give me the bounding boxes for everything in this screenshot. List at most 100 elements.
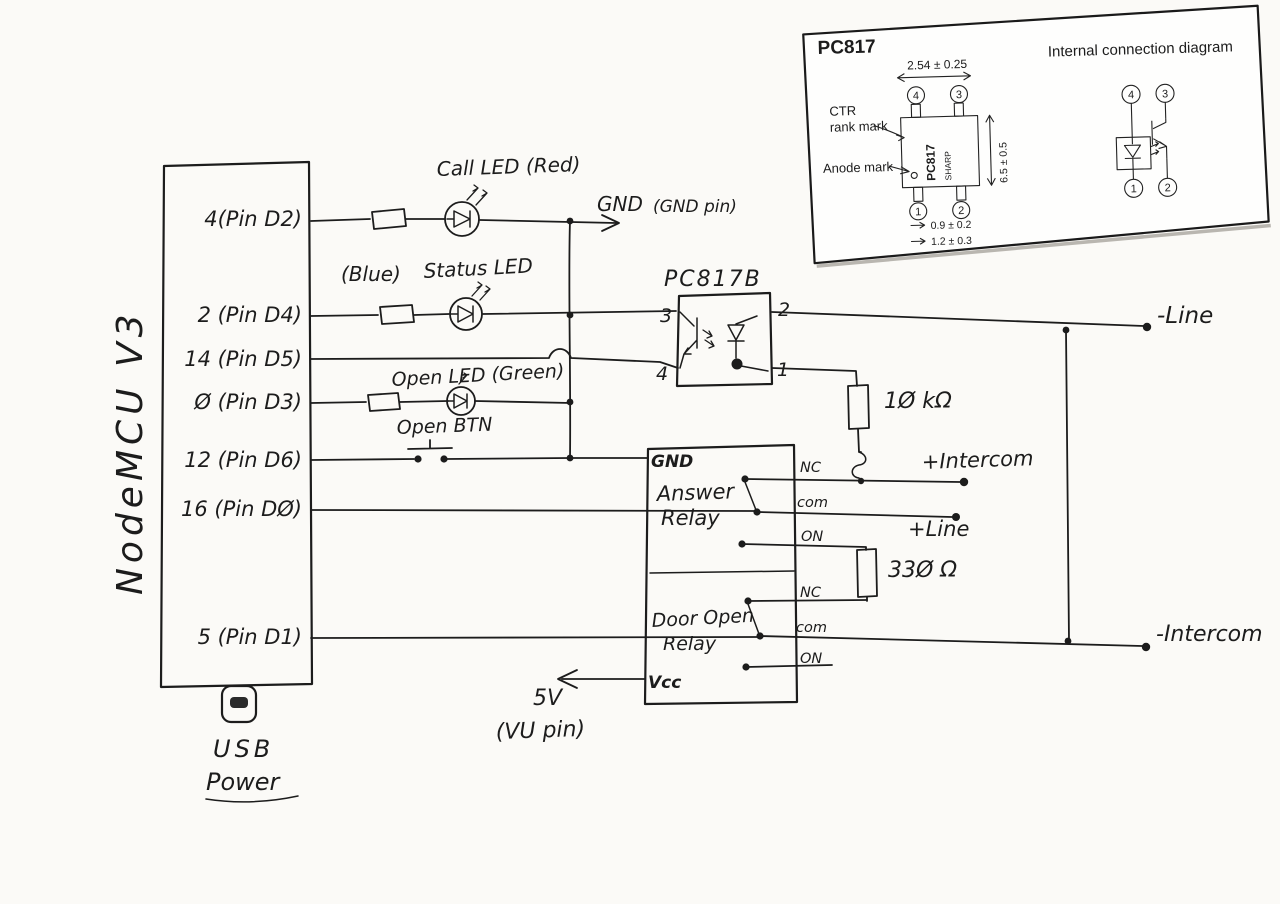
call-led-symbol xyxy=(444,201,480,237)
call-led-label: Call LED (Red) xyxy=(436,152,580,181)
door-on-contact-dot xyxy=(742,663,750,671)
call-led-diode xyxy=(446,210,471,228)
inset-dim-lead-w: 0.9 ± 0.2 xyxy=(930,219,971,232)
gnd-label: GND xyxy=(597,192,643,216)
usb-connector-pin xyxy=(230,697,248,708)
answer-com-label: com xyxy=(797,495,828,511)
gnd-pin-note: (GND pin) xyxy=(653,197,737,217)
open-led-diode xyxy=(447,393,468,409)
open-button-wires xyxy=(310,457,649,461)
call-led-resistor xyxy=(371,208,407,230)
plus-intercom-wire xyxy=(744,478,961,483)
inset-scan-shadow xyxy=(816,223,1271,268)
optocoupler-pc817b: PC817B 3 4 2 1 xyxy=(656,267,790,388)
open-led-emission-arrow-icon xyxy=(458,372,468,385)
pin-label-d2: 4(Pin D2) xyxy=(204,207,302,231)
inset-pkg-pin2-circle xyxy=(952,201,971,220)
junction-dot xyxy=(566,454,574,462)
usb-power-label-1: USB xyxy=(213,735,274,763)
junction-dot xyxy=(1062,326,1070,334)
open-led-wires xyxy=(310,400,572,404)
r330-branch: 33Ø Ω xyxy=(741,543,957,602)
inset-package-drawing: 2.54 ± 0.25 4 3 PC817 SHARP 6.5 ± 0.5 1 … xyxy=(823,57,1011,248)
r10k-label: 1Ø kΩ xyxy=(884,389,952,414)
pin-label-d5: 14 (Pin D5) xyxy=(184,347,302,371)
nodemcu-module: NodeMCU V3 4(Pin D2) 2 (Pin D4) 14 (Pin … xyxy=(110,160,314,803)
inset-ctr-arrow-icon xyxy=(873,124,905,142)
pin-label-d6: 12 (Pin D6) xyxy=(184,448,302,472)
relay-board-divider xyxy=(649,570,795,574)
optocoupler-outline xyxy=(675,291,774,388)
relay-gnd-label: GND xyxy=(651,452,693,472)
status-led-resistor xyxy=(379,304,415,325)
inset-icd-pin3: 3 xyxy=(1162,88,1168,100)
status-led-diode xyxy=(450,305,474,323)
optocoupler-pin1-lead xyxy=(740,365,769,372)
relay-board-outline xyxy=(643,443,799,706)
status-led-color-label: (Blue) xyxy=(341,262,401,286)
inset-pkg-body xyxy=(900,115,981,189)
inset-pkg-lead xyxy=(955,185,967,201)
d5-optocoupler-wire xyxy=(310,348,679,369)
pin-label-d4: 2 (Pin D4) xyxy=(198,303,302,327)
plus-intercom-terminal-dot xyxy=(959,477,969,487)
minus-intercom-terminal-dot xyxy=(1141,642,1151,652)
inset-icd-pin2-circle xyxy=(1158,177,1178,197)
answer-com-contact-dot xyxy=(753,508,761,516)
d1-wire xyxy=(310,636,759,639)
answer-on-label: ON xyxy=(801,529,823,545)
door-com-contact-dot xyxy=(756,632,764,640)
inset-pkg-pin1: 1 xyxy=(915,206,921,218)
supply-vu-pin-label: (VU pin) xyxy=(495,717,585,745)
answer-on-contact-dot xyxy=(738,540,746,548)
inset-icd-pin4: 4 xyxy=(1128,89,1134,101)
inset-dim-pitch: 2.54 ± 0.25 xyxy=(907,57,968,73)
gnd-arrowhead-icon xyxy=(601,214,620,232)
inset-subtitle: Internal connection diagram xyxy=(1048,38,1234,60)
inset-lead-dim-arrow-icon xyxy=(911,237,926,245)
open-led-branch: Open LED (Green) xyxy=(310,360,574,416)
inset-anode-label: Anode mark xyxy=(823,159,894,176)
inset-chip-brand: SHARP xyxy=(943,151,954,181)
status-led-emission-arrows-icon xyxy=(471,281,491,301)
inset-anode-arrow-icon xyxy=(888,165,910,175)
optocoupler-light-arrows-icon xyxy=(702,329,715,349)
right-vertical-rail xyxy=(1065,329,1070,642)
inset-internal-diagram: 4 3 1 2 xyxy=(1115,83,1178,198)
datasheet-inset: PC817 Internal connection diagram 2.54 ±… xyxy=(802,4,1271,268)
pin-label-d1: 5 (Pin D1) xyxy=(198,625,302,649)
supply-arrowhead-icon xyxy=(557,669,578,689)
door-on-label: ON xyxy=(800,651,822,667)
answer-nc-contact-dot xyxy=(741,475,749,483)
call-led-emission-arrows-icon xyxy=(466,184,488,206)
inset-icd-bottom-leads xyxy=(1132,158,1168,180)
answer-relay-arm xyxy=(744,481,757,511)
status-led-branch: (Blue) Status LED xyxy=(310,253,677,331)
door-relay-label-1: Door Open xyxy=(651,605,754,632)
inset-ctr-label-2: rank mark xyxy=(830,118,889,135)
inset-icd-led-diode-icon xyxy=(1123,137,1142,170)
supply-5v: 5V (VU pin) xyxy=(495,669,646,745)
inset-icd-top-leads xyxy=(1130,102,1167,138)
optocoupler-pin1-label: 1 xyxy=(777,359,789,381)
optocoupler-pin1-dot xyxy=(731,358,743,370)
open-button-branch: Open BTN xyxy=(310,414,649,463)
inset-pitch-dim-arrows-icon xyxy=(896,71,972,83)
call-led-wires xyxy=(310,218,617,224)
inset-icd-light-arrows-icon xyxy=(1150,141,1160,156)
inset-pkg-pin3: 3 xyxy=(956,89,962,101)
optocoupler-pin4-label: 4 xyxy=(656,363,668,385)
open-button-actuator xyxy=(407,439,453,450)
status-led-wires xyxy=(310,310,677,317)
inset-pkg-pin2: 2 xyxy=(958,205,964,217)
minus-intercom-label: -Intercom xyxy=(1156,622,1263,647)
button-contact-dot xyxy=(440,455,448,463)
line-nets: -Line xyxy=(771,303,1213,645)
optocoupler-label: PC817B xyxy=(664,267,762,292)
optocoupler-diode-icon xyxy=(727,315,758,359)
inset-dim-body: 6.5 ± 0.5 xyxy=(997,142,1010,183)
call-led-branch: Call LED (Red) GND (GND pin) xyxy=(310,152,737,237)
r330-resistor xyxy=(856,548,878,598)
relay-board: GND Vcc Answer Relay Door Open Relay NC … xyxy=(643,443,828,706)
